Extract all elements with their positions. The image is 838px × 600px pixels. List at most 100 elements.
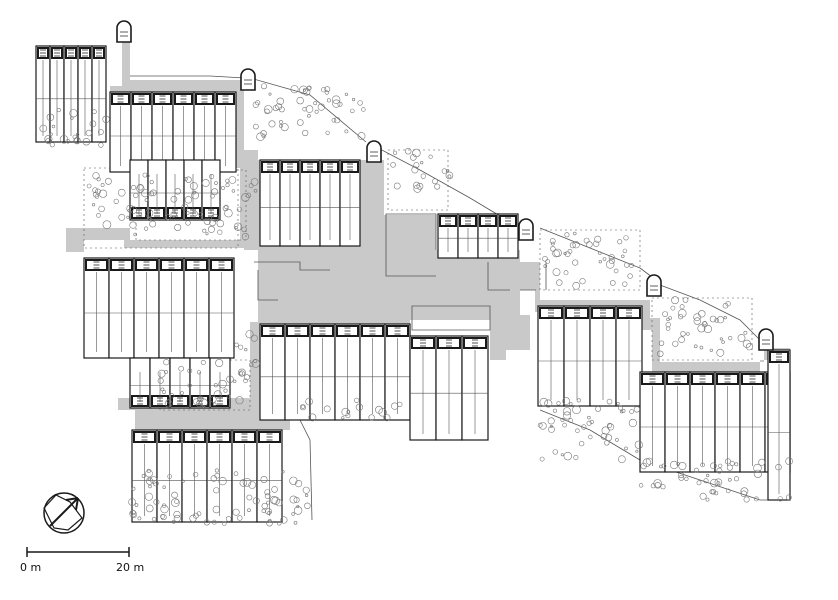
shrub bbox=[623, 235, 629, 241]
shrub bbox=[660, 484, 666, 490]
scale-bar bbox=[26, 547, 130, 557]
shrub bbox=[275, 499, 283, 507]
house-entry bbox=[565, 307, 589, 319]
house-entry bbox=[261, 161, 279, 173]
stair-mark bbox=[68, 49, 74, 57]
stair-mark bbox=[143, 261, 150, 269]
row-northwest bbox=[35, 45, 107, 143]
shrub bbox=[144, 492, 153, 501]
shrub bbox=[196, 511, 202, 517]
shrub bbox=[207, 225, 215, 233]
shrub bbox=[243, 378, 248, 384]
shrub bbox=[105, 177, 112, 185]
shrub bbox=[542, 255, 548, 262]
house-entry bbox=[591, 307, 615, 319]
shrub bbox=[672, 340, 679, 347]
shrub bbox=[241, 226, 247, 233]
shrub bbox=[218, 379, 227, 389]
shrub bbox=[189, 182, 198, 190]
row-east bbox=[537, 305, 643, 407]
shrub bbox=[654, 482, 661, 489]
shrub bbox=[306, 86, 312, 92]
shrub bbox=[703, 324, 713, 334]
shrub bbox=[247, 508, 251, 513]
shrub bbox=[89, 120, 97, 128]
shrub bbox=[278, 120, 283, 124]
shrub bbox=[552, 449, 558, 455]
shrub bbox=[214, 472, 220, 479]
shrub bbox=[621, 254, 625, 258]
stair-mark bbox=[327, 163, 333, 171]
shrub bbox=[210, 193, 215, 199]
shrub bbox=[280, 516, 288, 524]
shrub bbox=[572, 259, 579, 266]
stair-mark bbox=[269, 327, 276, 335]
shrub bbox=[304, 502, 311, 509]
shrub bbox=[201, 179, 210, 187]
shrub bbox=[678, 461, 687, 470]
stair-mark bbox=[626, 309, 632, 317]
stair-mark bbox=[649, 375, 656, 383]
landscape-edge-0 bbox=[249, 77, 367, 143]
stair-mark bbox=[168, 261, 175, 269]
stair-mark bbox=[201, 95, 208, 103]
shrub-cluster-6 bbox=[233, 178, 259, 241]
shrub bbox=[447, 174, 452, 179]
shrub bbox=[233, 379, 237, 383]
shrub bbox=[405, 148, 412, 155]
shrub bbox=[725, 488, 731, 494]
shrub bbox=[149, 220, 157, 228]
shrub bbox=[187, 383, 192, 388]
stair-towers bbox=[116, 20, 774, 351]
shrub bbox=[195, 400, 203, 408]
shrub bbox=[383, 414, 391, 422]
shrub bbox=[95, 188, 101, 195]
shrub bbox=[149, 180, 154, 185]
stair-mark bbox=[241, 433, 248, 441]
shrub bbox=[302, 88, 307, 92]
shrub bbox=[325, 130, 330, 135]
shrub bbox=[211, 519, 217, 525]
landscape-edge-6 bbox=[487, 262, 510, 291]
shrub bbox=[102, 115, 110, 124]
shrub bbox=[224, 204, 229, 210]
house-entry bbox=[641, 373, 664, 385]
shrub bbox=[118, 213, 126, 221]
shrub bbox=[92, 172, 100, 180]
shrub bbox=[171, 519, 176, 524]
shrub-cluster-12 bbox=[39, 108, 110, 148]
shrub bbox=[678, 309, 687, 318]
shrub bbox=[552, 408, 557, 413]
shrub bbox=[706, 473, 710, 478]
shrub bbox=[716, 481, 721, 486]
shrub bbox=[693, 313, 701, 322]
shrub bbox=[562, 422, 567, 428]
shrub bbox=[162, 485, 166, 489]
shrub bbox=[723, 316, 727, 320]
shrub bbox=[299, 404, 306, 411]
shrub bbox=[269, 495, 278, 504]
row-center-north bbox=[259, 159, 361, 247]
shrub bbox=[331, 117, 337, 123]
shrub bbox=[567, 248, 573, 254]
shrub bbox=[133, 232, 137, 237]
shrub bbox=[696, 480, 702, 486]
house-entry bbox=[499, 215, 517, 227]
shrub bbox=[572, 241, 580, 249]
shrub bbox=[607, 422, 613, 428]
shrub bbox=[302, 106, 307, 112]
house-entry bbox=[361, 325, 384, 337]
shrub bbox=[217, 229, 223, 235]
shrub bbox=[100, 183, 105, 187]
house-entry bbox=[321, 161, 339, 173]
shrub bbox=[250, 334, 258, 342]
shrub-cluster-0 bbox=[252, 83, 366, 141]
shrub bbox=[428, 154, 433, 159]
shrub bbox=[552, 268, 561, 276]
shrub bbox=[324, 90, 329, 95]
shrub bbox=[539, 422, 547, 430]
shrub bbox=[344, 92, 349, 96]
shrub bbox=[563, 270, 569, 276]
shrub bbox=[622, 281, 628, 287]
shrub bbox=[633, 406, 641, 413]
